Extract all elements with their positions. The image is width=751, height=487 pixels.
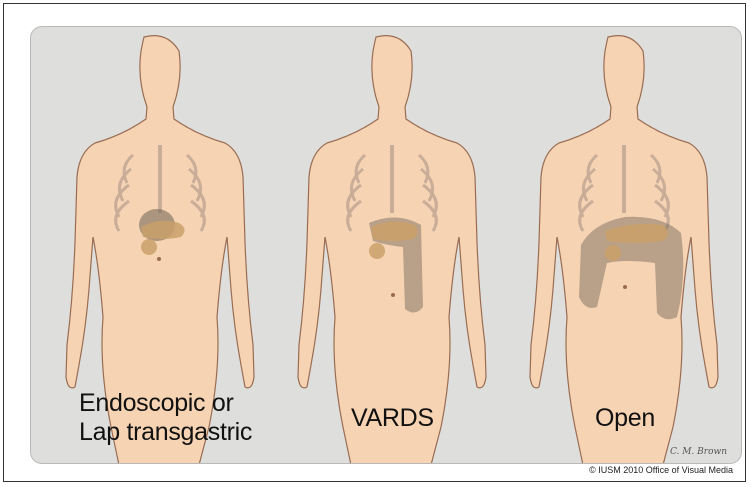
navel-icon — [623, 285, 627, 289]
label-line1: Endoscopic or — [79, 389, 252, 418]
label-line2: VARDS — [351, 404, 434, 433]
label-endoscopic: Endoscopic or Lap transgastric — [79, 389, 252, 447]
body-figure-open: Open — [513, 27, 728, 464]
copyright-credit: © IUSM 2010 Office of Visual Media — [589, 465, 733, 475]
label-line2: Open — [595, 404, 655, 433]
body-illustration-open — [513, 27, 728, 464]
body-figure-vards: VARDS — [281, 27, 496, 464]
navel-icon — [157, 257, 161, 261]
label-line2: Lap transgastric — [79, 418, 252, 447]
artist-signature: C. M. Brown — [670, 447, 727, 457]
label-vards: VARDS — [351, 404, 434, 433]
body-illustration-vards — [281, 27, 496, 464]
body-figure-endoscopic: Endoscopic or Lap transgastric — [49, 27, 264, 464]
label-open: Open — [595, 404, 655, 433]
human-body-icon — [298, 36, 486, 464]
navel-icon — [391, 293, 395, 297]
illustration-panel: Endoscopic or Lap transgastric — [30, 26, 742, 464]
figure-frame: Endoscopic or Lap transgastric — [3, 3, 746, 482]
